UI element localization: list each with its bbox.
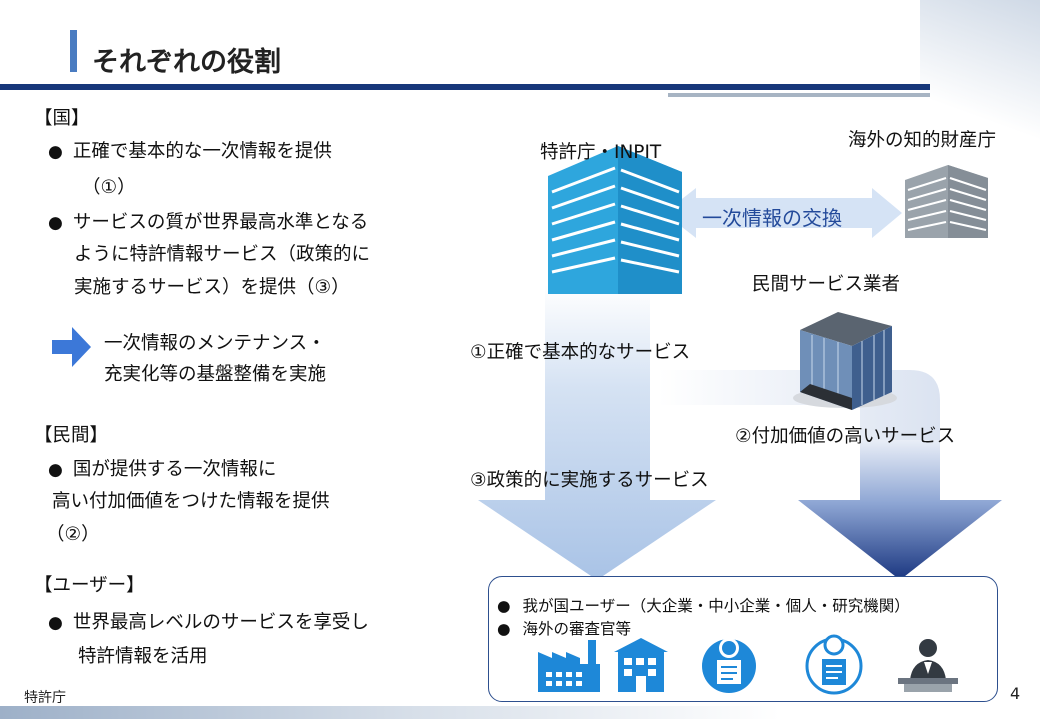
minkan-bullet-line2: 高い付加価値をつけた情報を提供 (52, 491, 330, 512)
minkan-bullet: 国が提供する一次情報に (48, 455, 277, 481)
jpo-building-icon (548, 146, 682, 294)
private-company-label: 民間サービス業者 (752, 274, 901, 295)
kuni-bullet-1-note: （①） (82, 177, 136, 198)
kuni-arrow-line2: 充実化等の基盤整備を実施 (104, 364, 327, 385)
private-company-building-icon (793, 312, 897, 410)
office-building-icon (614, 638, 668, 692)
researcher-female-icon (805, 634, 863, 695)
researcher-male-icon (702, 638, 756, 693)
arrow-right-icon (52, 327, 91, 367)
kuni-bullet-2-line2: ように特許情報サービス（政策的に (74, 244, 371, 265)
kuni-bullet-1: 正確で基本的な一次情報を提供 (48, 137, 332, 163)
footer-band (0, 706, 1040, 719)
user-bullet-line2: 特許情報を活用 (78, 646, 208, 667)
title-subrule (668, 93, 930, 97)
section-header-minkan: 【民間】 (34, 425, 109, 446)
factory-icon (538, 640, 600, 692)
title-accent-bar (70, 30, 77, 72)
service-1-label: ①正確で基本的なサービス (470, 342, 691, 363)
footer-org: 特許庁 (24, 690, 66, 706)
kuni-arrow-line1: 一次情報のメンテナンス・ (104, 333, 326, 354)
public-service-arrow (478, 285, 716, 580)
section-header-kuni: 【国】 (34, 108, 90, 129)
section-header-user: 【ユーザー】 (34, 575, 145, 596)
foreign-office-label: 海外の知的財産庁 (848, 130, 997, 151)
page-title: それぞれの役割 (92, 47, 281, 78)
user-bullet: 世界最高レベルのサービスを享受し (48, 608, 369, 634)
foreign-office-building-icon (905, 165, 988, 238)
service-2-label: ②付加価値の高いサービス (735, 426, 956, 447)
minkan-bullet-line3: （②） (46, 524, 100, 545)
page-number: 4 (1010, 684, 1021, 703)
value-added-service-arrow (798, 440, 1002, 580)
jpo-label: 特許庁・INPIT (540, 142, 662, 163)
users-line-1: ●我が国ユーザー（大企業・中小企業・個人・研究機関） (497, 597, 910, 615)
examiner-icon (898, 639, 958, 692)
exchange-arrow (664, 188, 902, 238)
title-rule (0, 84, 930, 90)
users-line-2: ●海外の審査官等 (497, 620, 632, 638)
corner-decoration (920, 0, 1040, 190)
service-3-label: ③政策的に実施するサービス (470, 470, 709, 491)
kuni-bullet-2: サービスの質が世界最高水準となる (48, 208, 368, 234)
kuni-bullet-2-line3: 実施するサービス）を提供（③） (74, 277, 350, 298)
exchange-label: 一次情報の交換 (702, 206, 842, 230)
